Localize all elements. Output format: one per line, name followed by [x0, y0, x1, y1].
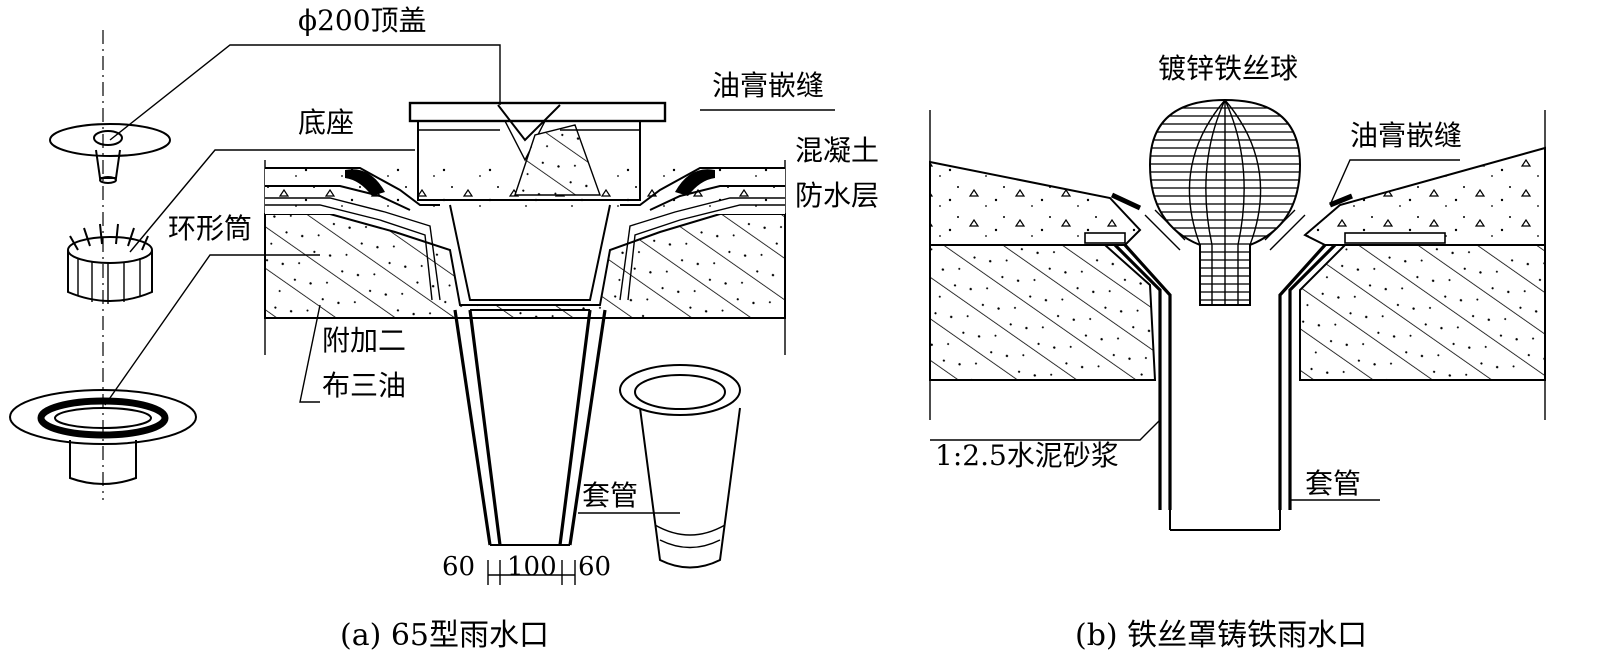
- ring-tube-part: [67, 223, 153, 304]
- leaders-a: [104, 44, 835, 514]
- label-asphalt-joint-b: 油膏嵌缝: [1350, 119, 1462, 152]
- sleeve-cup: [619, 364, 741, 569]
- top-cover-part: [49, 123, 171, 184]
- dim-right: 60: [578, 552, 611, 582]
- panel-b: 镀锌铁丝球 油膏嵌缝 1:2.5水泥砂浆 套管 (b) 铁丝罩铸铁雨水口: [929, 52, 1546, 653]
- caption-a: (a) 65型雨水口: [340, 618, 549, 653]
- label-extra-1: 附加二: [322, 324, 406, 357]
- label-top-cover: ϕ200顶盖: [298, 4, 427, 37]
- roof-slab-a: [264, 160, 786, 355]
- label-wire-ball: 镀锌铁丝球: [1158, 52, 1298, 85]
- label-ring-tube: 环形筒: [168, 212, 252, 245]
- label-concrete-2: 防水层: [795, 179, 879, 212]
- label-asphalt-joint-a: 油膏嵌缝: [712, 69, 824, 102]
- dim-middle: 100: [507, 552, 557, 582]
- wire-ball: [1148, 98, 1302, 306]
- label-base: 底座: [298, 106, 354, 139]
- label-mortar: 1:2.5水泥砂浆: [935, 439, 1119, 472]
- label-concrete-1: 混凝土: [795, 134, 879, 167]
- label-sleeve-a: 套管: [582, 479, 638, 512]
- dimension-line: [487, 560, 576, 585]
- dim-left: 60: [442, 552, 475, 582]
- label-extra-2: 布三油: [322, 369, 406, 402]
- panel-a: ϕ200顶盖 底座 环形筒 油膏嵌缝 混凝土 防水层 附加二 布三油 套管 60…: [9, 4, 879, 653]
- base-part: [9, 389, 197, 485]
- leaders-b: [930, 159, 1460, 501]
- label-sleeve-b: 套管: [1305, 467, 1361, 500]
- cover-cap: [408, 101, 667, 201]
- roof-slab-b: [929, 110, 1546, 420]
- caption-b: (b) 铁丝罩铸铁雨水口: [1075, 618, 1367, 653]
